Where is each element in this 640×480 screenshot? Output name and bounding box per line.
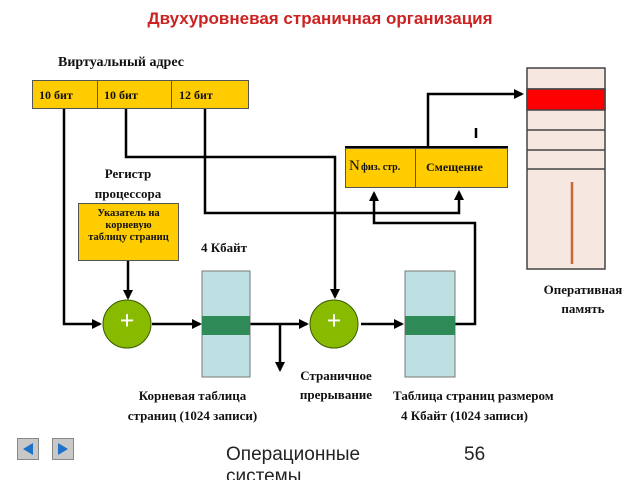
register-label: Регистр процессора xyxy=(82,164,174,204)
root-table-caption-line1: Корневая таблица xyxy=(138,388,247,403)
footer-course: Операционные системы xyxy=(226,444,361,480)
adder-2-symbol: + xyxy=(326,306,342,335)
page-fault-line1: Страничное xyxy=(300,368,372,383)
pa-divider xyxy=(415,149,416,187)
root-table-entry xyxy=(202,316,250,335)
pointer-line2: корневую xyxy=(105,220,152,231)
page-fault-caption: Страничное прерывание xyxy=(284,366,388,404)
size-label: 4 Кбайт xyxy=(201,240,248,255)
arrow-right-icon xyxy=(58,443,68,455)
memory-label-line2: память xyxy=(561,301,605,316)
root-table-caption: Корневая таблица страниц (1024 записи) xyxy=(110,386,275,426)
line-field3-to-offset xyxy=(203,109,464,215)
slide-number: 56 xyxy=(464,444,486,465)
memory-label-line1: Оперативная xyxy=(543,282,623,297)
pointer-line3: таблицу страниц xyxy=(88,232,169,243)
root-table-caption-line2: страниц (1024 записи) xyxy=(127,408,258,423)
root-pointer-box: Указатель на корневую таблицу страниц xyxy=(78,203,179,261)
next-slide-button[interactable] xyxy=(52,438,74,460)
va-divider-1 xyxy=(97,81,98,108)
adder-1 xyxy=(102,299,152,349)
register-label-line1: Регистр xyxy=(104,166,152,181)
page-number-label: физ. стр. xyxy=(361,162,401,173)
virtual-address-label: Виртуальный адрес xyxy=(58,55,184,70)
line-field2-to-adder2 xyxy=(124,109,340,299)
page-table-caption-line2: 4 Кбайт (1024 записи) xyxy=(401,408,529,423)
diagram-title: Двухуровневая страничная организация xyxy=(147,9,493,28)
memory-label: Оперативная память xyxy=(530,280,636,318)
memory-block xyxy=(526,67,606,270)
adder-2 xyxy=(309,299,359,349)
prev-slide-button[interactable] xyxy=(17,438,39,460)
register-label-line2: процессора xyxy=(94,186,162,201)
line-pagetable-to-pagenum xyxy=(369,191,477,326)
physical-address-box: N физ. стр. Смещение xyxy=(345,148,508,188)
offset-label: Смещение xyxy=(426,160,483,174)
memory-frame xyxy=(526,88,606,111)
page-table-entry xyxy=(405,316,455,335)
arrow-left-icon xyxy=(23,443,33,455)
page-table xyxy=(404,270,456,378)
adder-1-symbol: + xyxy=(119,306,135,335)
line-physaddr-to-memory-upper xyxy=(426,89,524,148)
pointer-line1: Указатель на xyxy=(97,208,160,219)
root-table xyxy=(201,270,251,378)
va-field-1: 10 бит xyxy=(39,88,73,102)
line-field1-to-adder1 xyxy=(62,109,102,329)
page-table-caption-line1: Таблица страниц размером xyxy=(393,388,554,403)
page-fault-line2: прерывание xyxy=(299,387,373,402)
va-field-2: 10 бит xyxy=(104,88,138,102)
va-field-3: 12 бит xyxy=(179,88,213,102)
virtual-address-box: 10 бит 10 бит 12 бит xyxy=(32,80,249,109)
page-number-prefix: N xyxy=(349,158,360,174)
va-divider-2 xyxy=(171,81,172,108)
page-table-caption: Таблица страниц размером 4 Кбайт (1024 з… xyxy=(393,386,603,426)
